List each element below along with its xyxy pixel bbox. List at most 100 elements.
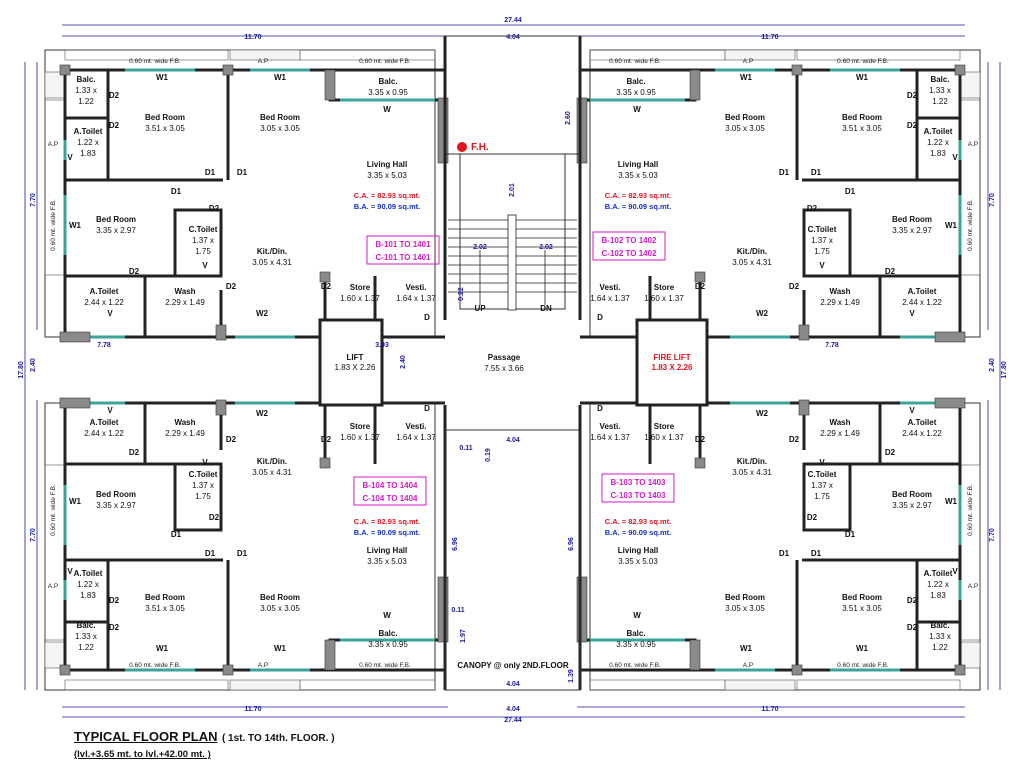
bedroom-1-u1: Bed Room [145,113,185,122]
lift-label: LIFT [347,353,364,362]
window-w2-u1: W2 [256,309,269,318]
flat-id-2-u2: C-102 TO 1402 [602,249,658,258]
fire-hydrant-marker [457,142,467,152]
door-d-u4: D [597,404,603,413]
a-toilet-2-dim-u2: 2.44 x 1.22 [902,298,942,307]
balc-big-u4: Balc. [626,629,645,638]
balc-big-u3: Balc. [378,629,397,638]
fb-label-u4: 0.60 mt. wide F.B. [609,662,661,669]
bedroom-1-dim-u4: 3.51 x 3.05 [842,604,882,613]
door-d1-c-u2: D1 [845,187,856,196]
vesti-u3: Vesti. [406,422,427,431]
door-d2-d-u1: D2 [129,267,140,276]
vesti-u1: Vesti. [406,283,427,292]
bedroom-2-dim-u1: 3.05 x 3.05 [260,124,300,133]
living-hall-dim-u1: 3.35 x 5.03 [367,171,407,180]
wash-u4: Wash [829,418,850,427]
dim-small-b: 2.01 [509,183,516,197]
c-toilet-dim1-u1: 1.37 x [192,236,214,245]
vent-v-a-u1: V [67,153,73,162]
door-d2-b-u1: D2 [109,121,120,130]
kitchen-u3: Kit./Din. [257,457,287,466]
balc-small-dim1-u2: 1.33 x [929,86,951,95]
bedroom-1-dim-u2: 3.51 x 3.05 [842,124,882,133]
vesti-dim-u4: 1.64 x 1.37 [590,433,630,442]
bedroom-1-u4: Bed Room [842,593,882,602]
fb-label-u2: 0.60 mt. wide F.B. [609,58,661,65]
window-w-u2: W [633,105,641,114]
dim-landing: 0.22 [458,287,465,301]
balc-small-u1: Balc. [76,75,95,84]
dim-wing-depth-left-bottom: 7.70 [30,528,37,542]
wash-dim-u2: 2.29 x 1.49 [820,298,860,307]
balc-small-u2: Balc. [930,75,949,84]
a-toilet-2-u4: A.Toilet [908,418,937,427]
a-toilet-2-dim-u1: 2.44 x 1.22 [84,298,124,307]
door-d2-a-u3: D2 [109,623,120,632]
dim-depth-left: 17.80 [18,361,25,379]
door-d2-f-u4: D2 [695,435,706,444]
fire-lift-dimension: 1.83 X 2.26 [652,363,693,372]
vesti-dim-u2: 1.64 x 1.37 [590,294,630,303]
balc-small-dim2-u1: 1.22 [78,97,94,106]
c-toilet-dim2-u2: 1.75 [814,247,830,256]
dim-core-canopy: 4.04 [506,681,520,688]
a-toilet-u1: A.Toilet [74,127,103,136]
window-w1-b-u4: W1 [856,644,869,653]
ap-label-u4: A.P [743,662,753,669]
door-d2-c-u4: D2 [807,513,818,522]
vesti-dim-u1: 1.64 x 1.37 [396,294,436,303]
passage-label: Passage [488,353,521,362]
door-d2-d-u3: D2 [129,448,140,457]
fire-hydrant-label: F.H. [471,142,489,153]
drawing-levels: (lvl.+3.65 mt. to lvl.+42.00 mt. ) [74,749,211,760]
door-d2-d-u2: D2 [885,267,896,276]
flat-id-1-u2: B-102 TO 1402 [602,236,658,245]
balc-big-dim-u1: 3.35 x 0.95 [368,88,408,97]
bedroom-1-dim-u1: 3.51 x 3.05 [145,124,185,133]
door-d2-d-u4: D2 [885,448,896,457]
kitchen-dim-u2: 3.05 x 4.31 [732,258,772,267]
wash-dim-u1: 2.29 x 1.49 [165,298,205,307]
bedroom-3-dim-u3: 3.35 x 2.97 [96,501,136,510]
carpet-area-u2: C.A. = 82.93 sq.mt. [605,191,672,200]
window-w2-u2: W2 [756,309,769,318]
door-d1-c-u4: D1 [845,530,856,539]
ap-side-u3: A.P [48,583,58,590]
door-d-u1: D [424,313,430,322]
bedroom-2-dim-u4: 3.05 x 3.05 [725,604,765,613]
living-hall-u4: Living Hall [618,546,658,555]
ap-label-u1: A.P [258,58,268,65]
fb-label-u2-b: 0.60 mt. wide F.B. [837,58,889,65]
vent-v-a-u4: V [952,567,958,576]
vent-v-c-u4: V [819,458,825,467]
a-toilet-u2: A.Toilet [924,127,953,136]
passage-dimension: 7.55 x 3.66 [484,364,524,373]
balc-small-dim2-u4: 1.22 [932,643,948,652]
door-d2-b-u3: D2 [109,596,120,605]
door-d2-a-u2: D2 [907,91,918,100]
door-d2-a-u1: D2 [109,91,120,100]
lift-dimension: 1.83 X 2.26 [335,363,376,372]
dim-depth-right: 17.80 [1001,361,1008,379]
stair-treads [448,214,577,311]
dim-side-left: 6.96 [452,537,459,551]
carpet-area-u4: C.A. = 82.93 sq.mt. [605,517,672,526]
window-w1-c-u2: W1 [945,221,958,230]
a-toilet-dim1-u3: 1.22 x [77,580,99,589]
stair-down-label: DN [540,304,552,313]
built-area-u4: B.A. = 90.09 sq.mt. [605,528,672,537]
built-area-u2: B.A. = 90.09 sq.mt. [605,202,672,211]
window-w1-c-u4: W1 [945,497,958,506]
window-w1-c-u3: W1 [69,497,82,506]
door-d1-b-u1: D1 [237,168,248,177]
door-d2-c-u2: D2 [807,204,818,213]
bedroom-2-u3: Bed Room [260,593,300,602]
window-w1-a-u4: W1 [740,644,753,653]
window-w-u4: W [633,611,641,620]
vent-v-a-u3: V [67,567,73,576]
store-dim-u3: 1.60 x 1.37 [340,433,380,442]
c-toilet-u1: C.Toilet [189,225,218,234]
living-hall-u3: Living Hall [367,546,407,555]
